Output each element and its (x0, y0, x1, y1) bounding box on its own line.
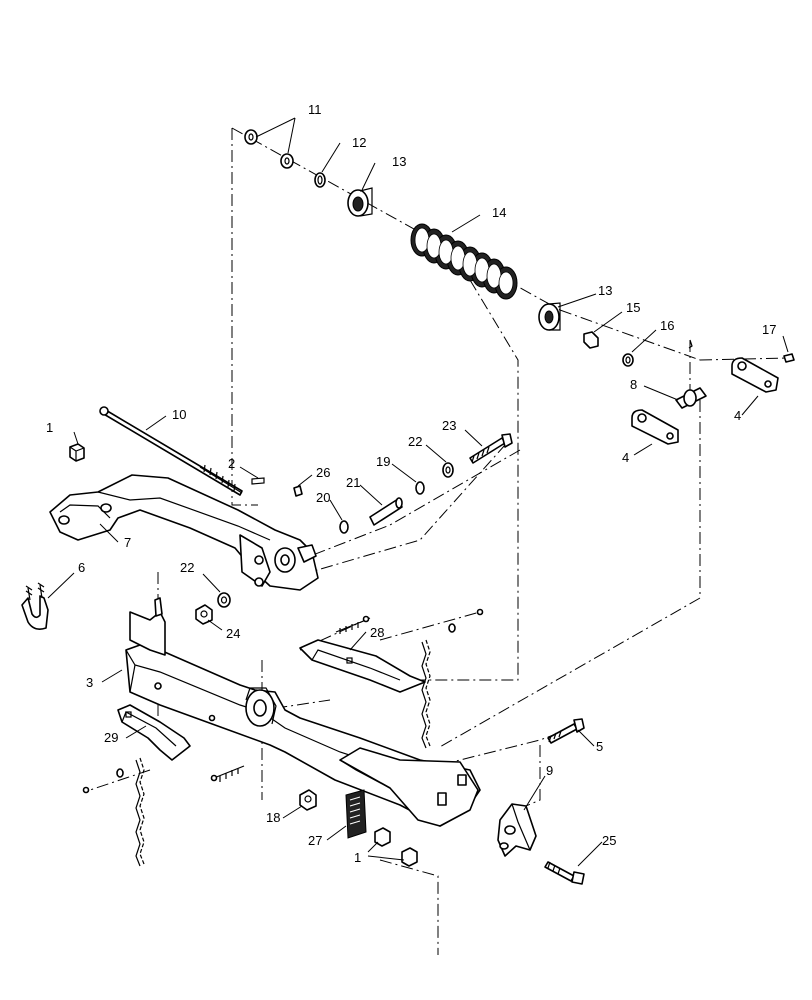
part-3-frame (125, 597, 481, 827)
callout-19: 19 (376, 454, 390, 469)
part-14-spring (410, 223, 518, 300)
part-1-nuts-bottom (374, 827, 418, 867)
callout-20: 20 (316, 490, 330, 505)
chain-right (421, 639, 431, 749)
part-17-screw (783, 353, 795, 363)
callout-21: 21 (346, 475, 360, 490)
callout-10: 10 (172, 407, 186, 422)
callout-4-lower: 4 (622, 450, 629, 465)
part-22-washer-upper (442, 462, 454, 478)
callout-14: 14 (492, 205, 506, 220)
callout-25: 25 (602, 833, 616, 848)
part-9-clevis (497, 803, 537, 857)
part-20-washer (339, 520, 349, 534)
callout-3: 3 (86, 675, 93, 690)
part-28-bracket (299, 639, 426, 693)
part-15-nut (583, 331, 599, 349)
callout-29: 29 (104, 730, 118, 745)
small-fasteners (82, 608, 484, 794)
part-26-grease-fitting (293, 485, 303, 497)
callout-6: 6 (78, 560, 85, 575)
part-4-plate-upper (731, 357, 779, 393)
callout-18: 18 (266, 810, 280, 825)
callout-28: 28 (370, 625, 384, 640)
callout-15: 15 (626, 300, 640, 315)
callout-labels: 11 12 13 14 13 15 16 17 8 4 4 10 1 2 26 … (46, 102, 776, 865)
callout-24: 24 (226, 626, 240, 641)
callout-4-upper: 4 (734, 408, 741, 423)
callout-26: 26 (316, 465, 330, 480)
callout-23: 23 (442, 418, 456, 433)
part-11-washers (244, 129, 294, 169)
part-12-ring (314, 172, 326, 188)
callout-5: 5 (596, 739, 603, 754)
leader-lines (47, 117, 789, 867)
callout-1-bottom: 1 (354, 850, 361, 865)
callout-1-top: 1 (46, 420, 53, 435)
part-23-bolt (469, 433, 513, 464)
callout-8: 8 (630, 377, 637, 392)
part-27-decal (345, 789, 367, 839)
callout-7: 7 (124, 535, 131, 550)
callout-13-lower: 13 (598, 283, 612, 298)
part-29-bracket (117, 704, 191, 761)
part-10-rod (99, 406, 243, 496)
part-7-upper-arm (49, 474, 319, 591)
part-13-spring-seat-upper (347, 187, 373, 217)
part-6-u-bolt (21, 582, 49, 630)
part-24-nut (195, 604, 213, 625)
callout-22-lower: 22 (180, 560, 194, 575)
callout-27: 27 (308, 833, 322, 848)
part-2-pin (251, 477, 265, 485)
part-8-pivot (675, 339, 707, 409)
callout-9: 9 (546, 763, 553, 778)
chain-left (135, 757, 145, 867)
part-18-nut (299, 789, 317, 811)
part-16-washer (622, 353, 634, 367)
callout-11: 11 (308, 102, 322, 117)
callout-17: 17 (762, 322, 776, 337)
callout-2: 2 (228, 456, 235, 471)
callout-13-upper: 13 (392, 154, 406, 169)
callout-16: 16 (660, 318, 674, 333)
part-19-washer (415, 481, 425, 495)
part-1-nut-top (69, 443, 85, 462)
part-22-washer-lower (217, 592, 231, 608)
callout-12: 12 (352, 135, 366, 150)
part-13-spring-seat-lower (538, 302, 561, 331)
part-5-bolt (547, 718, 585, 744)
part-4-plate-lower (631, 409, 679, 445)
callout-22-upper: 22 (408, 434, 422, 449)
part-21-bushing (369, 497, 403, 526)
part-25-bolt (544, 861, 585, 885)
